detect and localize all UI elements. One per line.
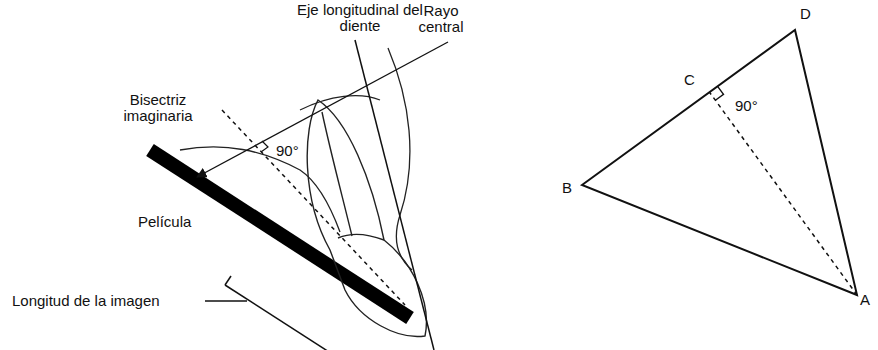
right-angle-mark (715, 86, 723, 100)
bisector-label: Bisectriz imaginaria (108, 92, 208, 124)
length-label: Longitud de la imagen (12, 293, 202, 309)
bisector-line (222, 110, 405, 305)
vertex-label: B (562, 180, 582, 196)
central-ray (197, 42, 448, 177)
tooth-axis (355, 40, 434, 350)
soft-tissue-outline (180, 48, 412, 270)
film-bar (150, 150, 410, 318)
triangle-height (710, 92, 858, 295)
triangle (582, 30, 857, 295)
angle-label: 90° (276, 143, 316, 159)
right-angle-mark (261, 141, 268, 152)
ray-label: Rayo central (410, 3, 472, 35)
tooth-outline (307, 100, 426, 337)
length-bracket (205, 276, 340, 350)
angle-label: 90° (735, 98, 775, 114)
film-label: Película (138, 214, 218, 230)
vertex-label: A (860, 292, 874, 308)
vertex-label: D (800, 6, 820, 22)
vertex-label: C (684, 72, 704, 88)
axis-label: Eje longitudinal del diente (290, 2, 430, 34)
